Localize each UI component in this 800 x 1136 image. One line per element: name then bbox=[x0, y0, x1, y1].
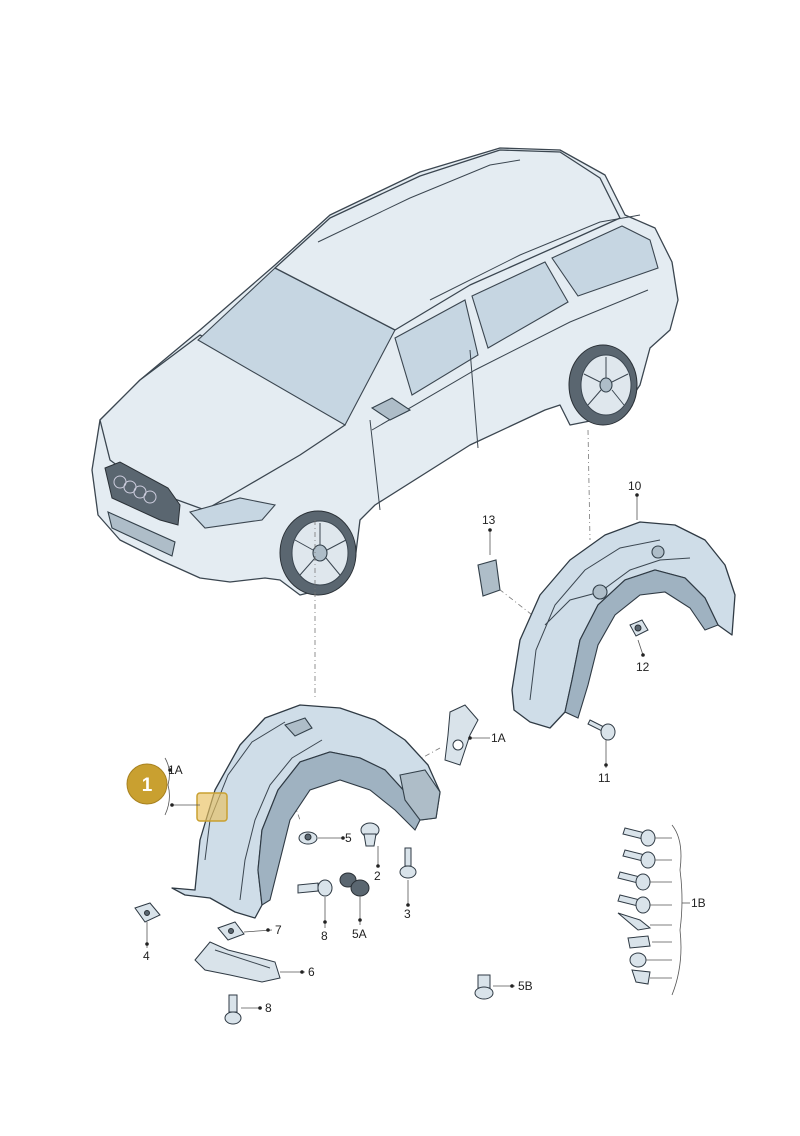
label-1A-right: 1A bbox=[491, 731, 506, 745]
part-labels: 1A 1A 1B 2 3 4 5 5A 5B 6 7 8 8 10 11 12 … bbox=[143, 479, 706, 1015]
label-11: 11 bbox=[598, 771, 611, 785]
label-1B: 1B bbox=[691, 896, 706, 910]
part-7-clip bbox=[217, 921, 245, 941]
label-6: 6 bbox=[308, 965, 315, 979]
rear-wheel-housing-liner bbox=[511, 521, 736, 729]
label-10: 10 bbox=[628, 479, 642, 493]
label-5A: 5A bbox=[352, 927, 367, 941]
label-12: 12 bbox=[636, 660, 650, 674]
part-8-screw-b bbox=[224, 994, 242, 1025]
label-5B: 5B bbox=[518, 979, 533, 993]
part-12-clip bbox=[629, 619, 649, 637]
highlight-marker bbox=[196, 792, 228, 822]
vehicle-illustration bbox=[91, 147, 679, 596]
front-wheel-housing-liner bbox=[171, 704, 441, 919]
part-8-screw-a bbox=[297, 879, 333, 897]
rear-wheel bbox=[568, 344, 638, 426]
part-1B-fastener-set bbox=[617, 827, 656, 985]
leader-lines bbox=[145, 493, 690, 1010]
callout-badge-1: 1 bbox=[126, 763, 168, 805]
part-4-clip bbox=[134, 902, 161, 923]
part-11-screw bbox=[587, 719, 616, 741]
label-8-upper: 8 bbox=[321, 929, 328, 943]
part-1A-bracket bbox=[444, 704, 479, 766]
label-1A-left: 1A bbox=[168, 763, 183, 777]
part-6-bracket bbox=[194, 941, 281, 983]
label-4: 4 bbox=[143, 949, 150, 963]
label-5: 5 bbox=[345, 831, 352, 845]
fasteners bbox=[134, 559, 656, 1025]
label-2: 2 bbox=[374, 869, 381, 883]
callout-badge-1-text: 1 bbox=[142, 775, 153, 796]
label-8-lower: 8 bbox=[265, 1001, 272, 1015]
front-wheel bbox=[279, 510, 357, 596]
part-5B-bolt bbox=[474, 974, 494, 1000]
part-3-screw bbox=[399, 847, 417, 879]
part-2-clip bbox=[360, 822, 380, 847]
label-7: 7 bbox=[275, 923, 282, 937]
part-5-nut bbox=[298, 831, 318, 845]
label-13: 13 bbox=[482, 513, 496, 527]
label-3: 3 bbox=[404, 907, 411, 921]
part-13-pad bbox=[477, 559, 501, 597]
part-5A-grommet bbox=[339, 872, 370, 897]
